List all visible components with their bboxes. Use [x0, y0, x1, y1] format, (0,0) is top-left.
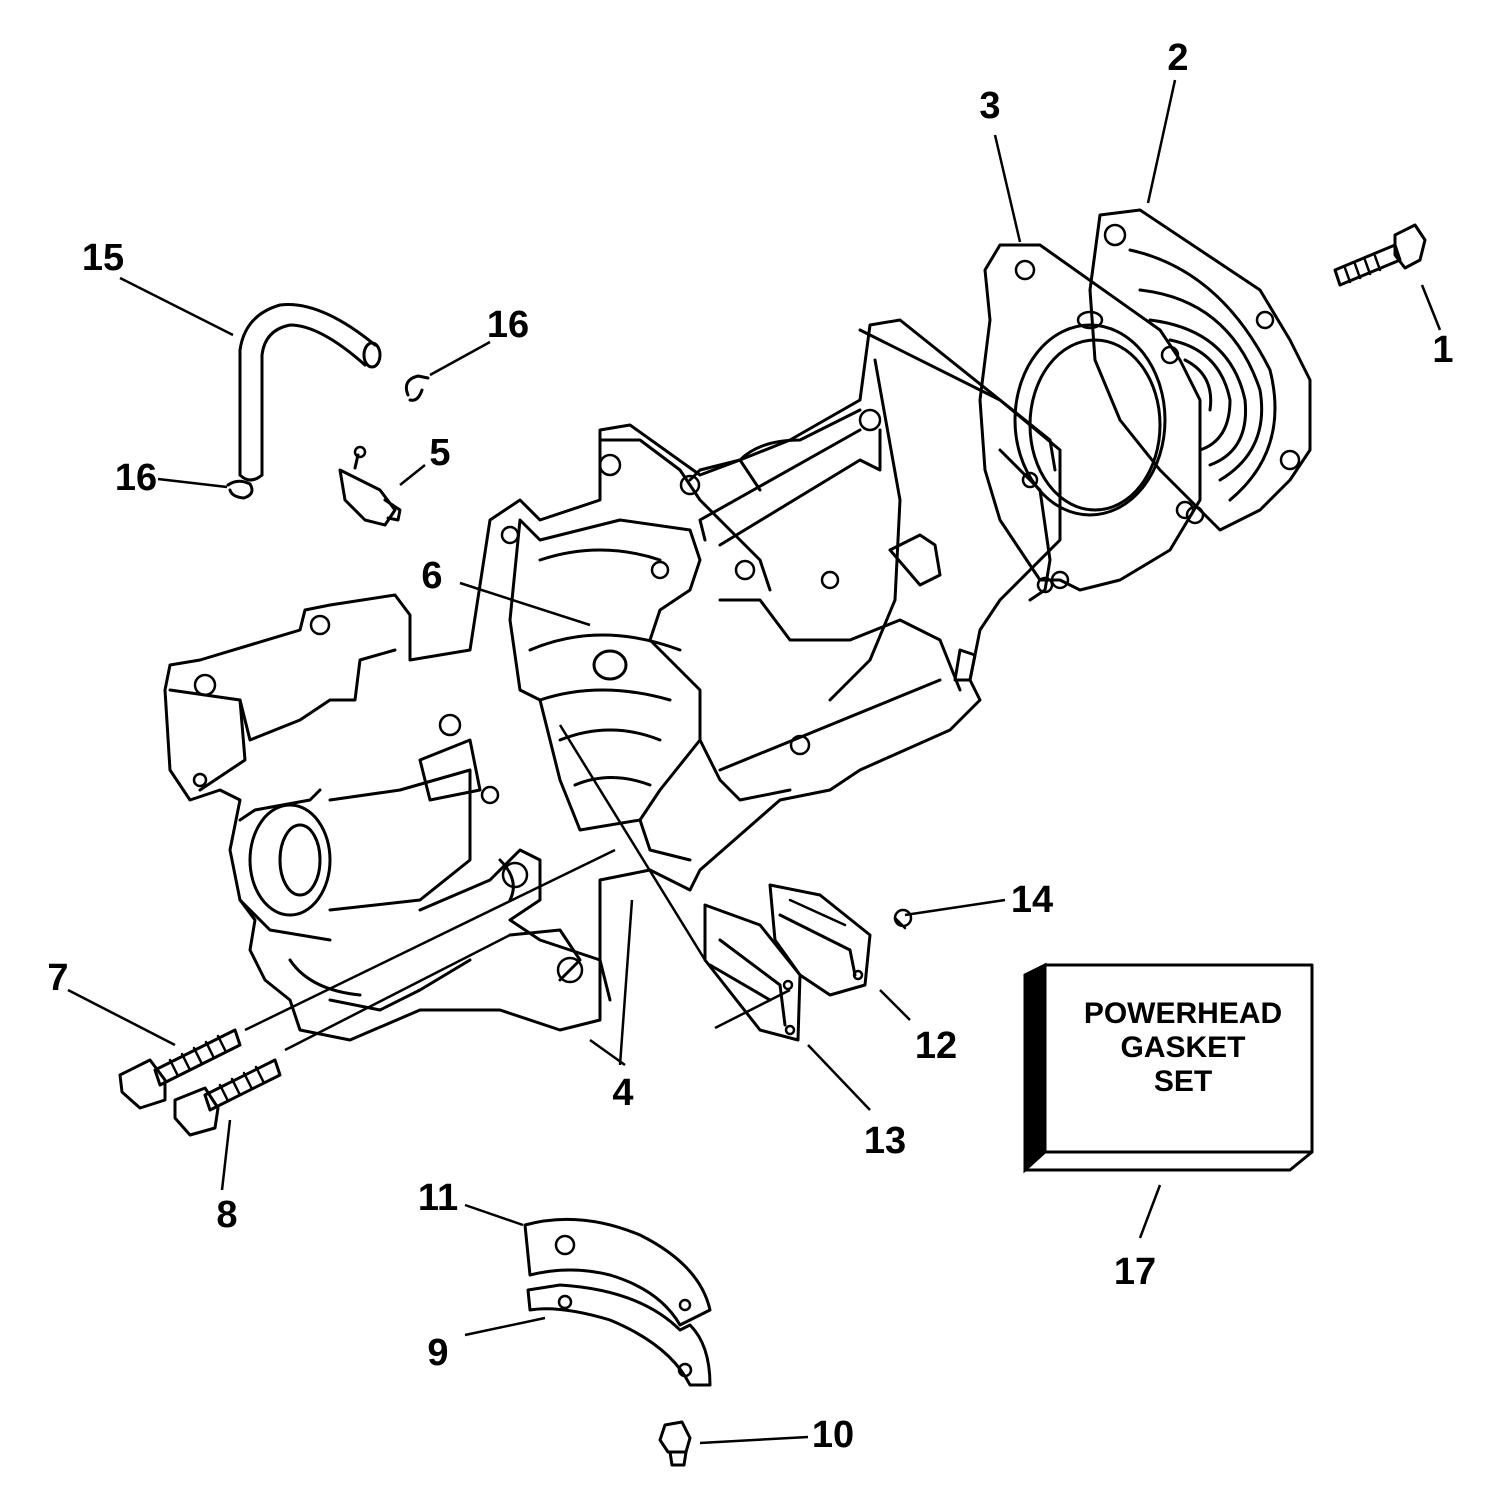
callout-8: 8: [216, 1194, 237, 1236]
callout-7: 7: [47, 957, 68, 999]
cylinder-block: [163, 318, 1062, 1042]
reed-screw: [893, 908, 913, 930]
callout-4: 4: [612, 1072, 633, 1114]
callout-10: 10: [812, 1414, 854, 1456]
hose-clamp-upper: [404, 374, 430, 402]
gasket-box-line3: SET: [1154, 1065, 1212, 1098]
callout-11: 11: [418, 1177, 458, 1219]
callout-14: 14: [1011, 879, 1053, 921]
reed-stop: [768, 883, 872, 997]
leader-lines: [67, 79, 1442, 1445]
callout-13: 13: [864, 1120, 906, 1162]
callout-9: 9: [427, 1332, 448, 1374]
bearing-screw: [658, 1420, 692, 1467]
callout-3: 3: [979, 85, 1000, 127]
callout-labels: 1 2 3 4 5 6 7 8 9 10 11 12 13 14 15 16 1…: [47, 37, 1453, 1456]
reed-block: [703, 903, 802, 1042]
crankcase-bolt-short: [173, 1058, 282, 1137]
gasket-set-box: POWERHEAD GASKET SET: [1023, 962, 1314, 1174]
gasket-box-line1: POWERHEAD: [1084, 997, 1282, 1030]
bleed-fitting: [338, 445, 402, 527]
bearing-half-ring-upper: [523, 1217, 712, 1327]
callout-17: 17: [1114, 1251, 1156, 1293]
callout-15: 15: [82, 237, 124, 279]
callout-16-upper: 16: [487, 304, 529, 346]
bearing-half-ring-lower: [526, 1283, 712, 1387]
callout-5: 5: [429, 432, 450, 474]
crankcase-bolt-long: [118, 1028, 242, 1110]
gasket-box-line2: GASKET: [1120, 1031, 1245, 1064]
callout-12: 12: [915, 1025, 957, 1067]
callout-6: 6: [421, 555, 442, 597]
head-bolt: [1333, 223, 1427, 287]
cylinder-head-cover: [1088, 208, 1312, 532]
hose-clamp-lower: [226, 479, 254, 500]
callout-1: 1: [1432, 329, 1453, 371]
bleed-hose: [238, 303, 382, 482]
callout-2: 2: [1167, 37, 1188, 79]
callout-16-lower: 16: [115, 457, 157, 499]
